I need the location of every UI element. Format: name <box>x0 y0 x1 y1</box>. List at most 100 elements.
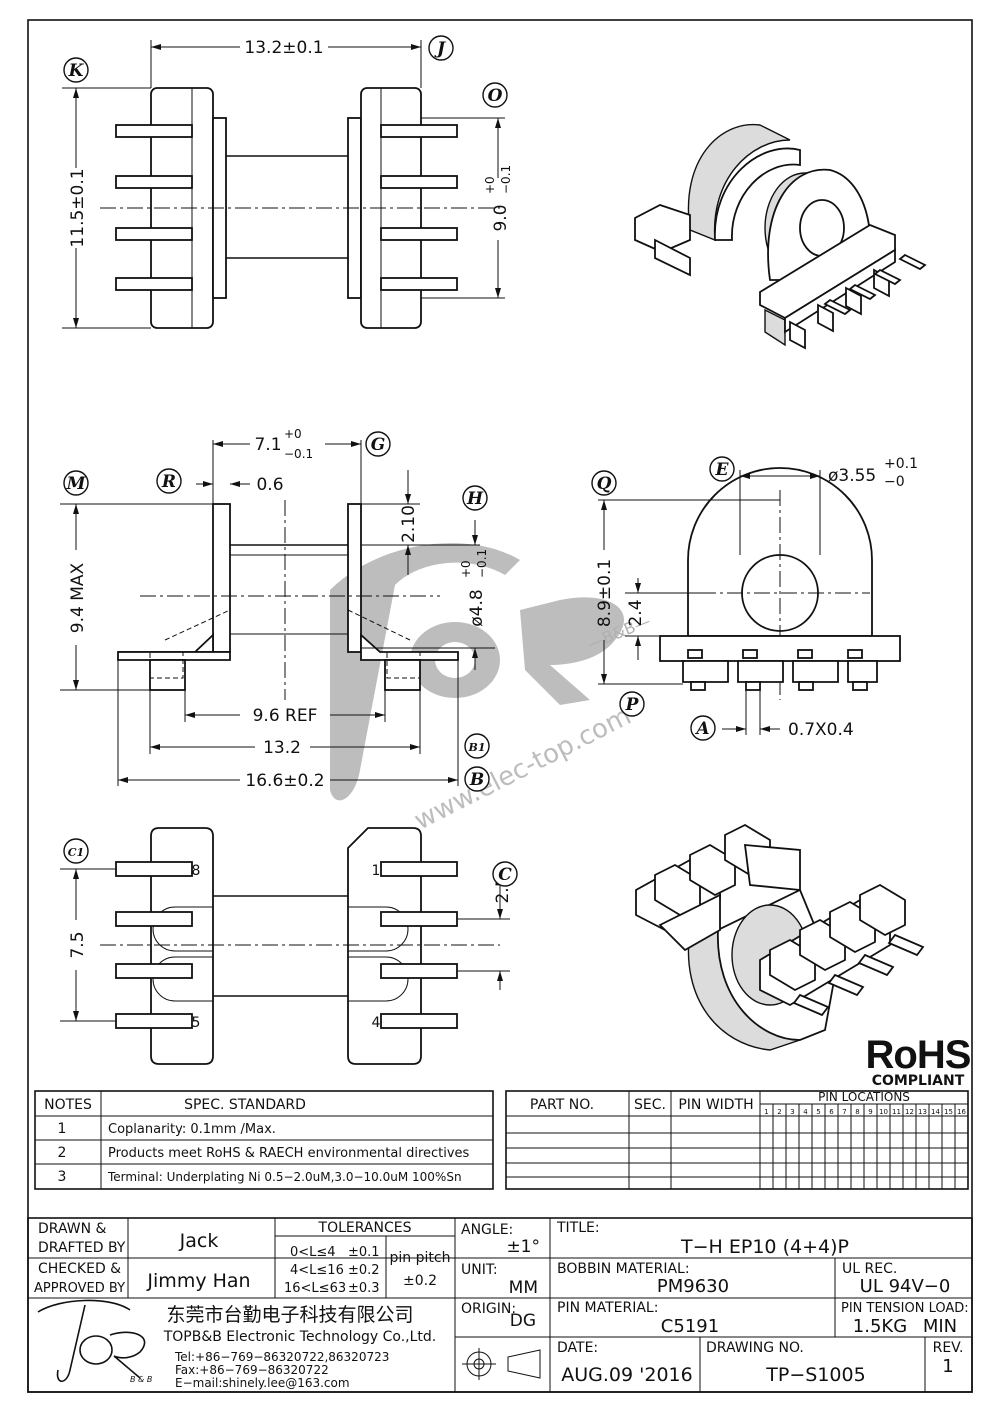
top-view: 13.2±0.1 11.5±0.1 9.0 +0 −0.1 K J O <box>62 35 513 329</box>
end-hole-dia-base: ø3.55 <box>828 466 876 486</box>
side-height-dim: 9.4 MAX <box>68 562 88 633</box>
pin-tension-label: PIN TENSION LOAD: <box>841 1301 969 1316</box>
side-core-dia-lower: −0.1 <box>475 549 489 578</box>
unit-value: MM <box>509 1278 538 1298</box>
unit-label: UNIT: <box>461 1262 498 1278</box>
svg-text:P: P <box>625 695 640 715</box>
side-overall-dim: 16.6±0.2 <box>245 771 324 791</box>
part-header-pinwidth: PIN WIDTH <box>678 1097 753 1113</box>
end-hole-dia-upper: +0.1 <box>884 456 918 472</box>
title-label: TITLE: <box>556 1220 600 1236</box>
pin-tension-value: 1.5KG <box>853 1316 907 1337</box>
side-flange-dim-base: 7.1 <box>254 435 281 455</box>
label-e: E <box>709 456 735 482</box>
label-b1: B1 <box>464 733 490 759</box>
end-view: ø3.55 +0.1 −0 8.9±0.1 2.4 0.7X0.4 E Q P … <box>591 456 918 741</box>
company-fax: Fax:+86−769−86320722 <box>175 1363 329 1377</box>
ul-value: UL 94V−0 <box>860 1276 951 1297</box>
drawn-label-1: DRAWN & <box>38 1221 107 1237</box>
pin-location-number: 15 <box>944 1108 953 1116</box>
rev-value: 1 <box>942 1356 953 1377</box>
note-text-3: Terminal: Underplating Ni 0.5−2.0uM,3.0−… <box>107 1170 462 1184</box>
checked-label-1: CHECKED & <box>38 1261 121 1277</box>
part-header-pinlocations: PIN LOCATIONS <box>818 1090 910 1104</box>
label-g: G <box>365 431 391 457</box>
rohs-title: RoHS <box>866 1033 971 1077</box>
logo-sub: B & B <box>130 1375 152 1384</box>
pin-location-number: 13 <box>918 1108 927 1116</box>
label-h: H <box>462 485 488 511</box>
pin-number-5: 5 <box>192 1015 201 1031</box>
bottom-row-dim: 7.5 <box>68 931 88 958</box>
note-no-2: 2 <box>58 1145 67 1161</box>
svg-text:J: J <box>434 39 446 59</box>
projection-symbol <box>462 1348 541 1380</box>
origin-value: DG <box>510 1311 536 1331</box>
pin-material-label: PIN MATERIAL: <box>557 1300 658 1316</box>
pin-location-number: 12 <box>905 1108 914 1116</box>
origin-label: ORIGIN: <box>461 1301 516 1317</box>
drawn-by: Jack <box>179 1230 219 1252</box>
pin-location-number: 10 <box>879 1108 888 1116</box>
svg-text:C: C <box>498 865 512 885</box>
note-no-3: 3 <box>58 1169 67 1185</box>
top-width-dim: 13.2±0.1 <box>244 38 323 58</box>
svg-text:H: H <box>466 489 484 509</box>
company-en: TOPB&B Electronic Technology Co.,Ltd. <box>163 1329 437 1345</box>
pin-pitch-label: pin pitch <box>390 1250 451 1266</box>
pin-location-number: 7 <box>842 1108 846 1116</box>
label-b: B <box>464 766 490 792</box>
top-bobbin-dim-lower: −0.1 <box>499 165 513 194</box>
top-bobbin-dim-upper: +0 <box>483 176 497 194</box>
label-c1: C1 <box>63 838 89 864</box>
pin-location-number: 11 <box>892 1108 901 1116</box>
rohs-mark: RoHS COMPLIANT <box>866 1033 972 1089</box>
label-m: M <box>63 470 89 496</box>
notes-header-spec: SPEC. STANDARD <box>184 1097 306 1113</box>
svg-text:G: G <box>371 435 386 455</box>
title-value: T−H EP10 (4+4)P <box>680 1236 849 1258</box>
pin-material-value: C5191 <box>661 1316 719 1337</box>
note-text-1: Coplanarity: 0.1mm /Max. <box>108 1122 276 1137</box>
watermark-logo-shape <box>330 543 520 801</box>
pin-number-4: 4 <box>372 1015 381 1031</box>
angle-label: ANGLE: <box>461 1222 513 1238</box>
bobbin-material-value: PM9630 <box>657 1276 729 1297</box>
pin-pitch-value: ±0.2 <box>403 1273 437 1289</box>
notes-table: NOTES SPEC. STANDARD 1 Coplanarity: 0.1m… <box>34 1090 494 1190</box>
watermark-url: www.elec-top.com <box>410 701 637 836</box>
top-height-dim: 11.5±0.1 <box>68 168 88 247</box>
svg-text:B: B <box>469 770 484 790</box>
bobbin-material-label: BOBBIN MATERIAL: <box>557 1261 690 1277</box>
top-bobbin-dim-base: 9.0 <box>491 204 511 231</box>
label-q: Q <box>591 470 617 496</box>
side-flange-thickness: 0.6 <box>256 475 283 495</box>
company-cn: 东莞市台勤电子科技有限公司 <box>166 1304 413 1326</box>
end-height-dim: 8.9±0.1 <box>595 559 615 627</box>
ul-label: UL REC. <box>842 1261 897 1277</box>
checked-label-2: APPROVED BY <box>34 1281 125 1296</box>
note-no-1: 1 <box>58 1121 67 1137</box>
side-view: 7.1 +0 −0.1 0.6 2.10 ø4.8 +0 −0.1 9.4 MA… <box>60 427 495 792</box>
pin-location-number: 3 <box>790 1108 794 1116</box>
tol-value-2: ±0.2 <box>348 1263 380 1278</box>
title-block: DRAWN & DRAFTED BY Jack CHECKED & APPROV… <box>27 1217 973 1393</box>
label-p: P <box>619 691 645 717</box>
date-label: DATE: <box>557 1340 598 1356</box>
svg-text:E: E <box>715 460 730 480</box>
svg-text:C1: C1 <box>68 846 84 859</box>
rohs-subtitle: COMPLIANT <box>872 1073 965 1089</box>
angle-value: ±1° <box>506 1237 540 1257</box>
bottom-view: 8 5 1 4 7.5 2.5 C1 C <box>60 827 518 1065</box>
svg-text:M: M <box>66 474 87 494</box>
pin-location-number: 6 <box>829 1108 834 1116</box>
side-ref-dim: 9.6 REF <box>253 706 318 726</box>
tolerances-label: TOLERANCES <box>318 1220 412 1236</box>
svg-text:R: R <box>161 472 176 492</box>
pin-location-number: 5 <box>816 1108 820 1116</box>
tol-range-3: 16<L≤63 <box>284 1281 346 1296</box>
drawing-no-value: TP−S1005 <box>765 1364 865 1386</box>
label-r: R <box>156 468 182 494</box>
svg-text:A: A <box>694 719 709 739</box>
